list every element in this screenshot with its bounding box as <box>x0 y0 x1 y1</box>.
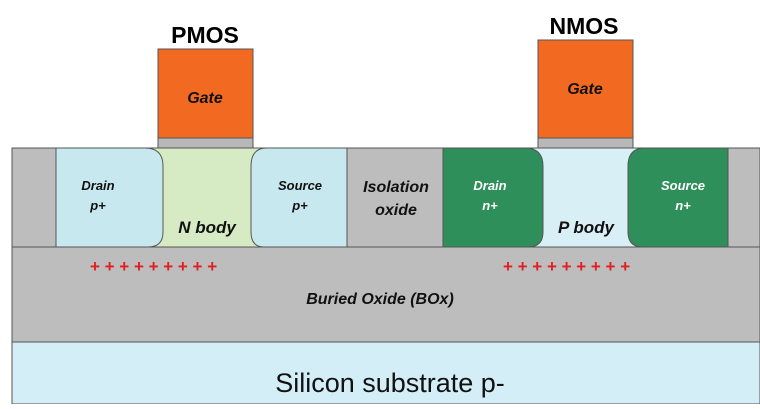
pmos-body-label: N body <box>178 218 237 237</box>
pmos-drain-region <box>55 147 164 248</box>
nmos-drain-region <box>442 147 544 248</box>
isolation-label-line2: oxide <box>375 202 417 219</box>
silicon-substrate <box>11 341 760 405</box>
substrate-label: Silicon substrate p- <box>275 368 505 398</box>
nmos-gate-oxide <box>537 137 634 149</box>
buried-oxide-label: Buried Oxide (BOx) <box>306 291 454 308</box>
nmos-title: NMOS <box>550 13 619 39</box>
charge-row-right: + + + + + + + + + <box>503 257 630 276</box>
nmos-source-region <box>627 147 729 248</box>
pmos-source-label: Source <box>278 178 322 193</box>
charge-row-left: + + + + + + + + + <box>90 257 217 276</box>
nmos-drain-label: Drain <box>473 178 506 193</box>
pmos-drain-doping: p+ <box>89 198 106 213</box>
nmos-source-doping: n+ <box>675 198 691 213</box>
pmos-source-doping: p+ <box>291 198 308 213</box>
nmos-source-label: Source <box>661 178 705 193</box>
nmos-body-label: P body <box>558 218 616 237</box>
pmos-gate-oxide <box>157 137 254 149</box>
pmos-gate-label: Gate <box>187 90 223 107</box>
nmos-drain-doping: n+ <box>482 198 498 213</box>
buried-oxide-layer <box>11 246 760 343</box>
pmos-title: PMOS <box>171 22 239 48</box>
pmos-drain-label: Drain <box>81 178 114 193</box>
nmos-gate <box>537 39 634 139</box>
pmos-gate <box>157 48 254 139</box>
isolation-label-line1: Isolation <box>363 179 429 196</box>
pmos-source-region <box>250 147 348 248</box>
nmos-gate-label: Gate <box>567 81 603 98</box>
pmos-n-body <box>147 147 265 248</box>
isolation-oxide <box>346 147 444 248</box>
